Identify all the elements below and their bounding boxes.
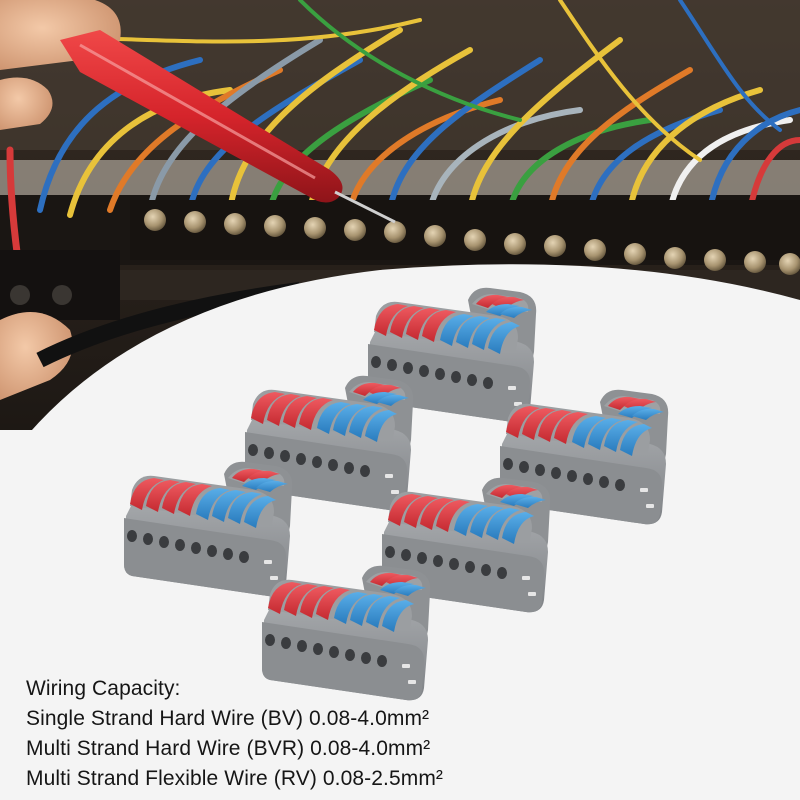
spec-heading: Wiring Capacity: xyxy=(26,677,181,700)
spec-line-bv: Single Strand Hard Wire (BV) 0.08-4.0mm² xyxy=(26,707,430,730)
terminal-block xyxy=(0,200,800,320)
spec-line-rv: Multi Strand Flexible Wire (RV) 0.08-2.5… xyxy=(26,767,444,790)
wiring-capacity-spec: Wiring Capacity: Single Strand Hard Wire… xyxy=(26,674,726,794)
hand-with-probe xyxy=(0,0,396,400)
spec-line-bvr: Multi Strand Hard Wire (BVR) 0.08-4.0mm² xyxy=(26,737,431,760)
